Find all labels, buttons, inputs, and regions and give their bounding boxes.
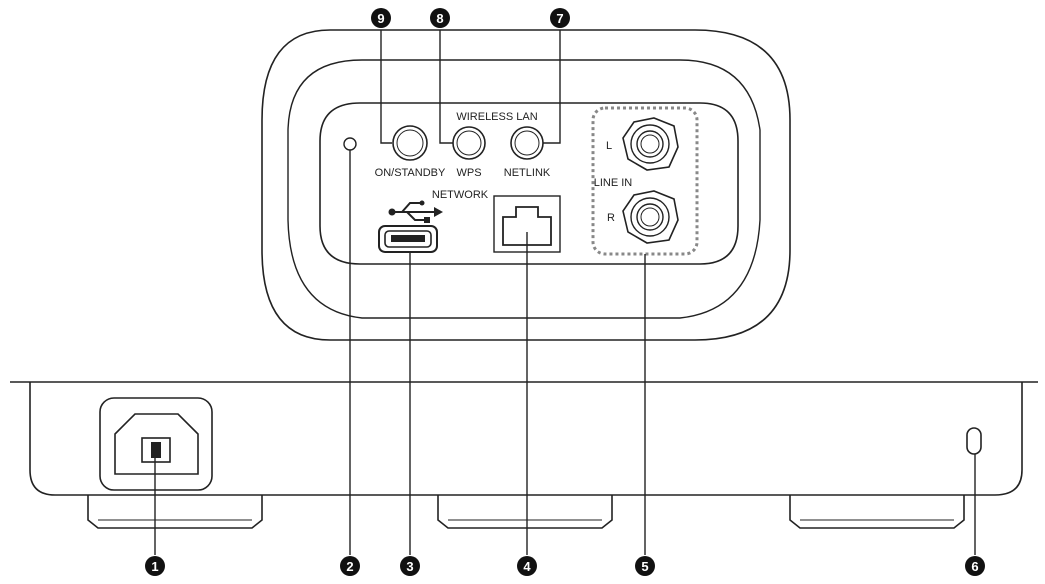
callout-8: 8 <box>430 8 450 28</box>
line-in-label: LINE IN <box>594 177 633 189</box>
callout-2-number: 2 <box>346 559 353 574</box>
usb-port[interactable] <box>378 225 438 253</box>
line-in-left-jack[interactable] <box>622 117 679 171</box>
netlink-button[interactable] <box>510 126 544 160</box>
wps-button[interactable] <box>452 126 486 160</box>
callout-5: 5 <box>635 556 655 576</box>
on-standby-label: ON/STANDBY <box>375 167 446 179</box>
callout-6: 6 <box>965 556 985 576</box>
base-unit <box>10 381 1038 529</box>
callout-9: 9 <box>371 8 391 28</box>
callout-3-number: 3 <box>406 559 413 574</box>
callout-2: 2 <box>340 556 360 576</box>
rear-panel-housing <box>261 29 791 341</box>
callout-8-number: 8 <box>436 11 443 26</box>
callout-4-number: 4 <box>523 559 531 574</box>
callout-1-number: 1 <box>151 559 158 574</box>
status-led <box>343 137 357 151</box>
callout-9-number: 9 <box>377 11 384 26</box>
wps-label: WPS <box>456 167 481 179</box>
security-slot <box>966 427 982 455</box>
usb-icon <box>388 200 443 223</box>
callout-1: 1 <box>145 556 165 576</box>
callout-4: 4 <box>517 556 537 576</box>
network-label: NETWORK <box>432 189 489 201</box>
wireless-lan-label: WIRELESS LAN <box>456 111 537 123</box>
callout-7: 7 <box>550 8 570 28</box>
callout-3: 3 <box>400 556 420 576</box>
leader-lines <box>154 30 976 555</box>
callout-5-number: 5 <box>641 559 648 574</box>
line-in-right-label: R <box>607 212 615 224</box>
on-standby-button[interactable] <box>392 125 428 161</box>
callout-6-number: 6 <box>971 559 978 574</box>
netlink-label: NETLINK <box>504 167 551 179</box>
callout-7-number: 7 <box>556 11 563 26</box>
line-in-left-label: L <box>606 140 612 152</box>
ac-inlet[interactable] <box>99 397 213 491</box>
line-in-right-jack[interactable] <box>622 190 679 244</box>
